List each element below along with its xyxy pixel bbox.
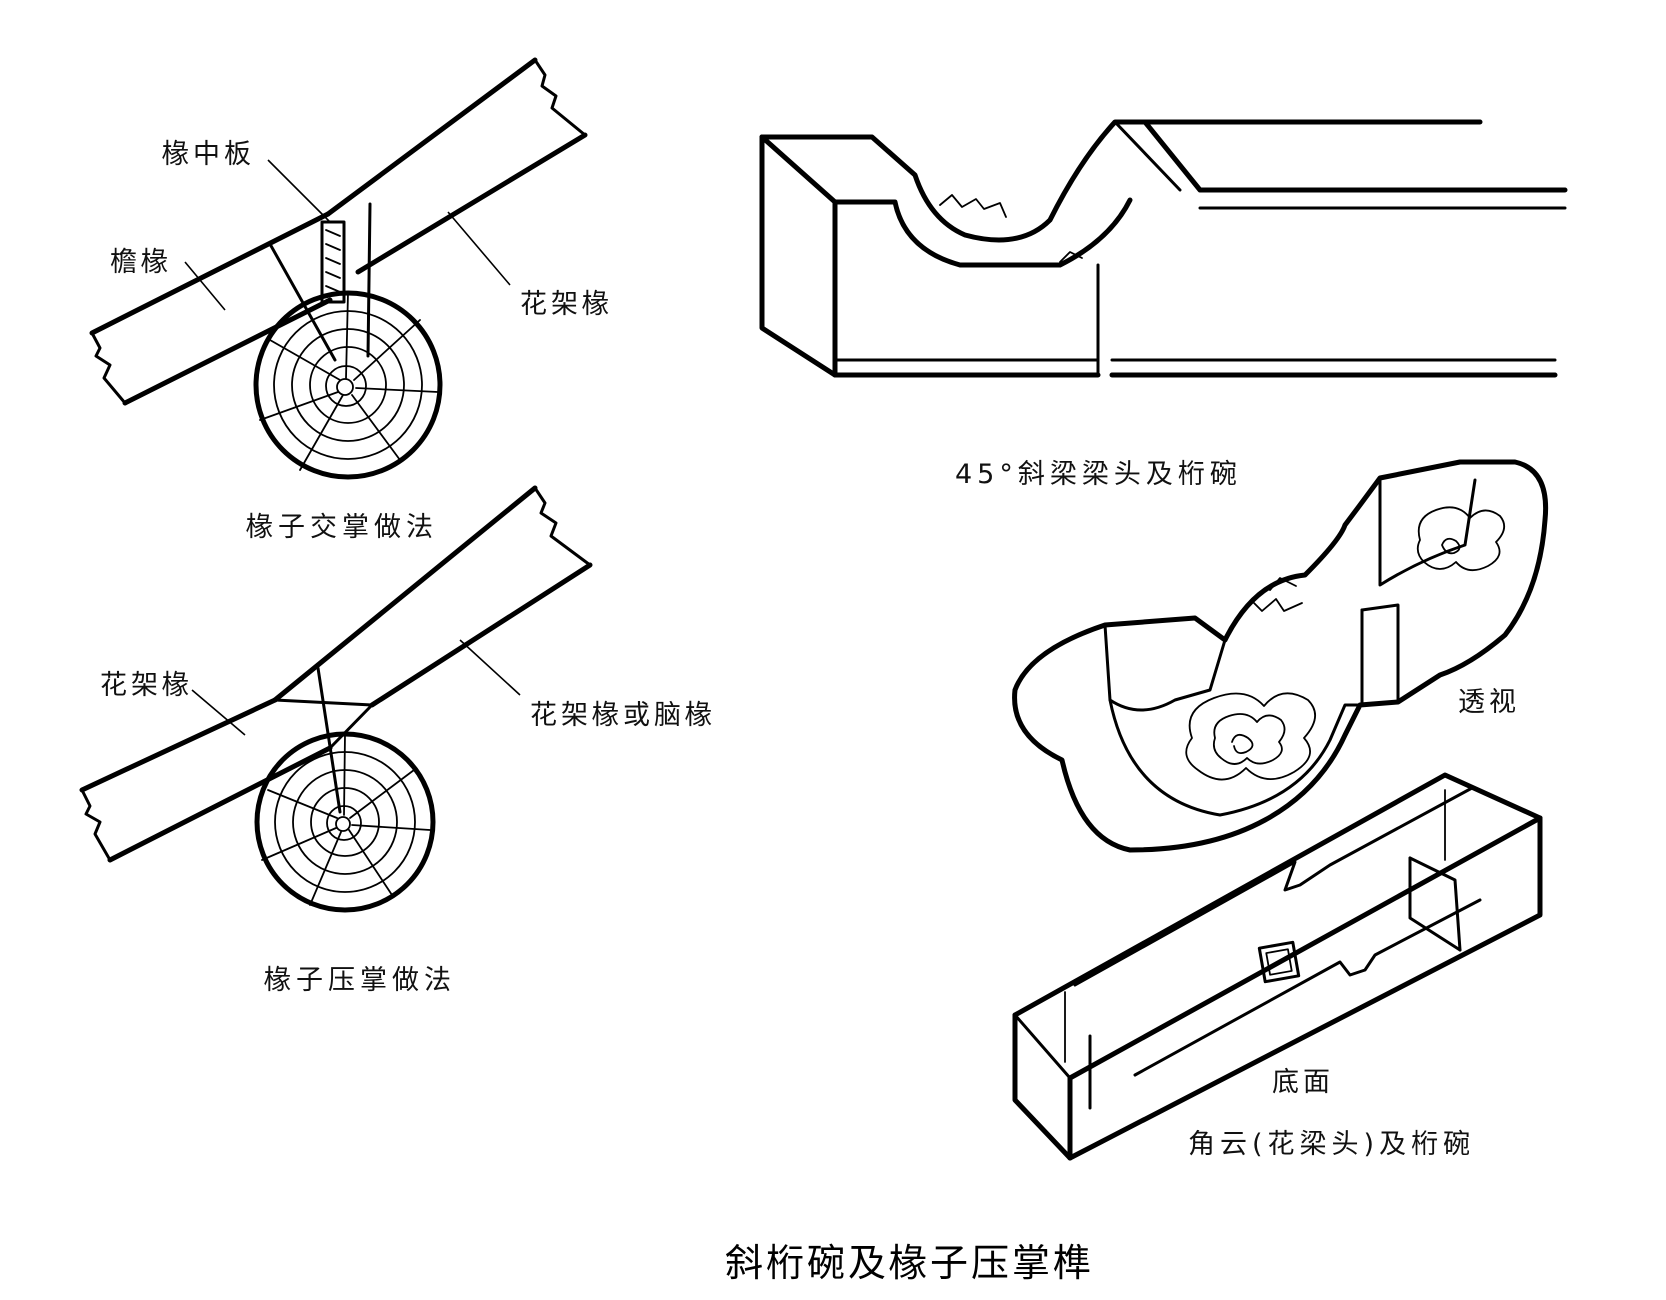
eave-rafter-top	[89, 211, 333, 406]
leader-flower-rafter-top	[447, 211, 511, 286]
center-board-top	[320, 220, 346, 304]
label-upper-rafter: 花架椽或脑椽	[530, 700, 716, 731]
figure-title: 斜桁碗及椽子压掌榫	[725, 1241, 1095, 1285]
pressing-palm-rafter-joint-drawing	[79, 485, 593, 913]
leader-flower-rafter-bottom	[191, 689, 246, 736]
label-center-board: 椽中板	[162, 139, 255, 170]
purlin-log-section-bottom	[254, 731, 436, 913]
caption-pressing-palm: 椽子压掌做法	[264, 965, 456, 996]
caption-diagonal-beam: 45°斜梁梁头及桁碗	[955, 459, 1242, 490]
leader-eave-rafter-top	[184, 261, 226, 311]
leader-center-board	[267, 159, 331, 223]
label-flower-rafter-top: 花架椽	[520, 289, 613, 320]
label-flower-rafter-bottom: 花架椽	[100, 670, 193, 701]
caption-corner-cloud: 角云(花梁头)及桁碗	[1188, 1129, 1476, 1160]
upper-rafter-bottom	[272, 485, 593, 750]
nail-bottom	[316, 666, 342, 814]
flower-rafter-bottom	[79, 697, 333, 863]
corner-cloud-bottom-view-drawing	[1012, 772, 1543, 1161]
label-eave-rafter: 檐椽	[110, 247, 172, 278]
diagonal-beam-head-drawing	[759, 119, 1568, 378]
corner-cloud-perspective-drawing	[1012, 459, 1549, 853]
nail-top-1	[268, 242, 337, 362]
label-perspective: 透视	[1458, 687, 1520, 718]
caption-cross-palm: 椽子交掌做法	[246, 512, 438, 543]
purlin-log-section-top	[253, 290, 443, 480]
cross-palm-rafter-joint-drawing	[89, 57, 588, 480]
label-bottom-view: 底面	[1272, 1067, 1334, 1098]
leader-upper-rafter	[459, 639, 521, 696]
nail-top-2	[366, 202, 372, 358]
flower-rafter-top	[325, 57, 588, 275]
